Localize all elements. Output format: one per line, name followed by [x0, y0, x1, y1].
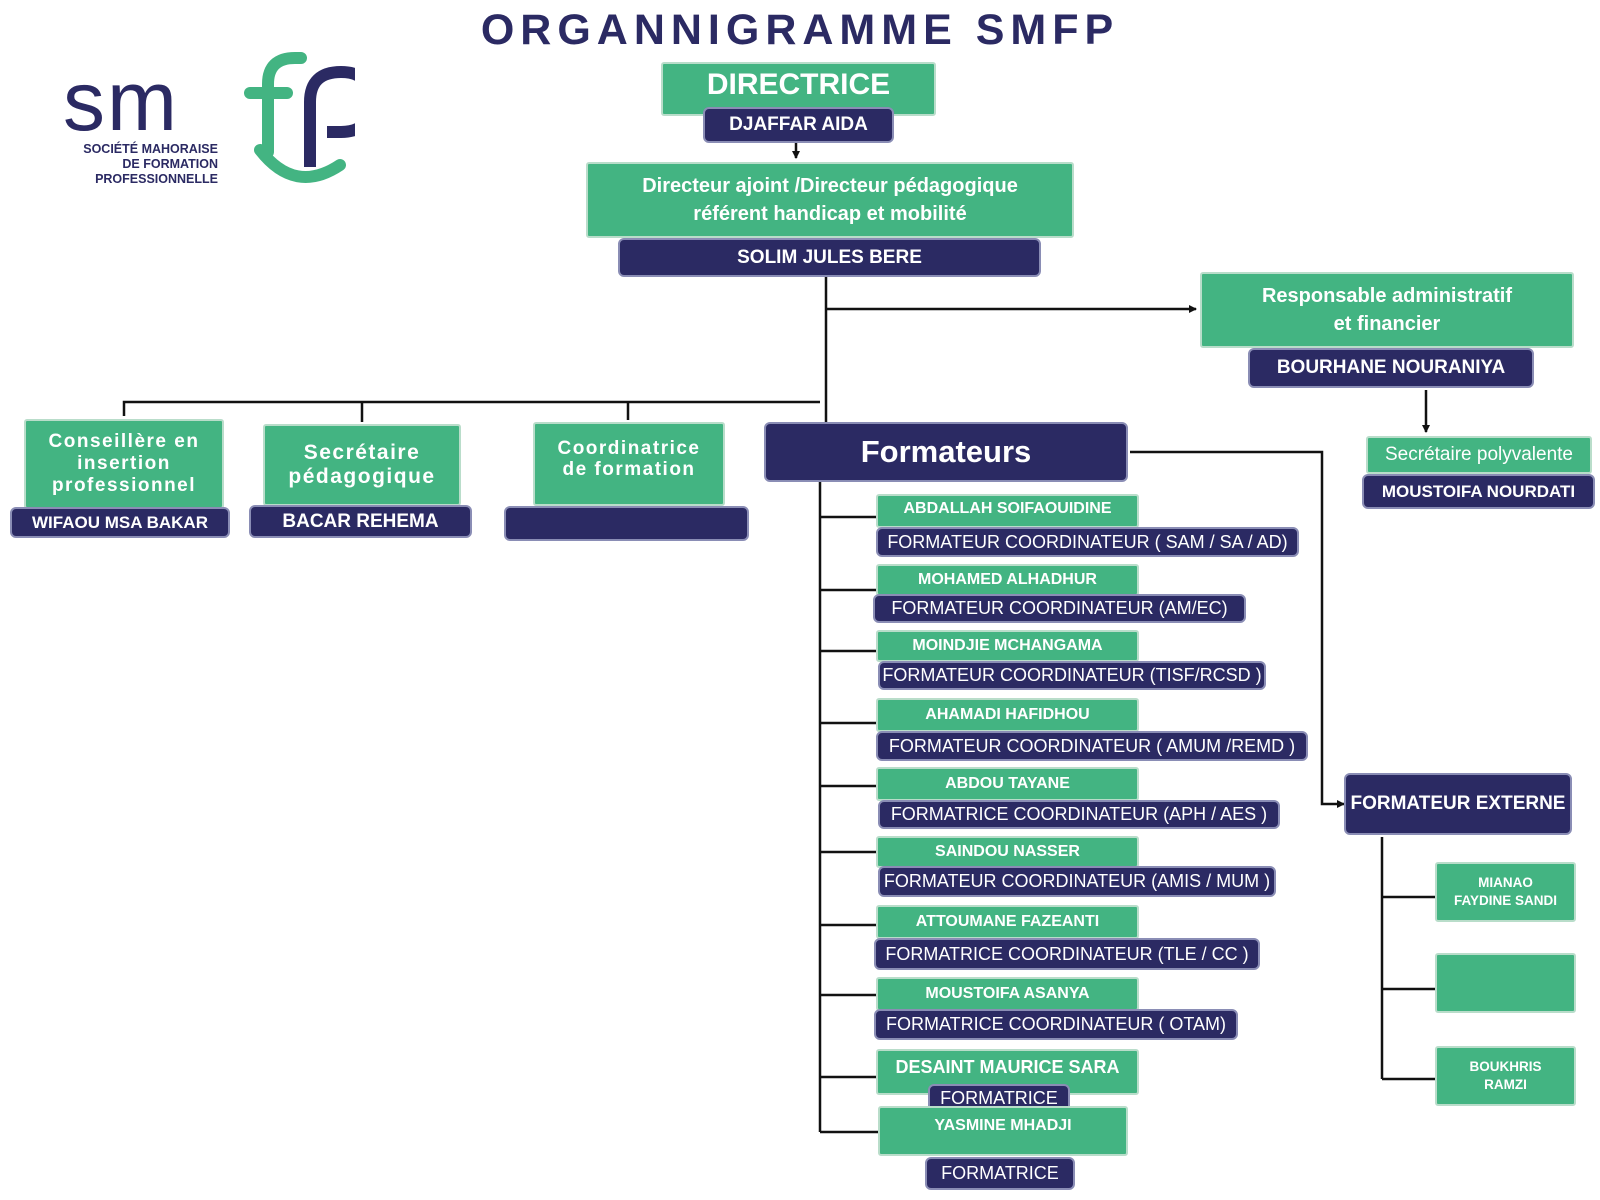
formateur-role-box: FORMATEUR COORDINATEUR (AMIS / MUM ) [878, 866, 1276, 897]
smfp-logo: sm SOCIÉTÉ MAHORAISE DE FORMATION PROFES… [55, 50, 378, 195]
coordinatrice-name-box [504, 506, 749, 541]
raf-name-box: BOURHANE NOURANIYA [1248, 348, 1534, 388]
formateur-role-box: FORMATRICE COORDINATEUR (APH / AES ) [878, 800, 1280, 829]
secretaire-pedagogique-name-box: BACAR REHEMA [249, 505, 472, 538]
directrice-name-box: DJAFFAR AIDA [703, 107, 894, 143]
secretaire-polyvalente-name-box: MOUSTOIFA NOURDATI [1362, 474, 1595, 509]
adjoint-role-box: Directeur ajoint /Directeur pédagogique … [586, 162, 1074, 238]
formateur-role-box: FORMATRICE COORDINATEUR ( OTAM) [874, 1009, 1238, 1040]
formateur-name-box: ATTOUMANE FAZEANTI [876, 905, 1139, 939]
secretaire-polyvalente-role-box: Secrétaire polyvalente [1366, 436, 1592, 474]
formateur-role-box: FORMATEUR COORDINATEUR ( AMUM /REMD ) [876, 731, 1308, 761]
externe-member-box: MIANAO FAYDINE SANDI [1435, 862, 1576, 922]
formateur-role-box: FORMATEUR COORDINATEUR ( SAM / SA / AD) [876, 527, 1299, 557]
formateur-name-box: MOHAMED ALHADHUR [876, 564, 1139, 596]
formateurs-header: Formateurs [764, 422, 1128, 482]
formateur-name-box: MOUSTOIFA ASANYA [876, 977, 1139, 1011]
page-title: ORGANNIGRAMME SMFP [480, 6, 1120, 54]
formateur-name-box: ABDOU TAYANE [876, 767, 1139, 801]
formateur-externe-header: FORMATEUR EXTERNE [1344, 773, 1572, 835]
externe-member-box: BOUKHRIS RAMZI [1435, 1046, 1576, 1106]
formateur-name-box: MOINDJIE MCHANGAMA [876, 630, 1139, 662]
raf-role-box: Responsable administratif et financier [1200, 272, 1574, 348]
conseillere-role-box: Conseillère en insertion professionnel [24, 419, 224, 509]
formateur-name-box: ABDALLAH SOIFAOUIDINE [876, 494, 1139, 528]
adjoint-name-box: SOLIM JULES BERE [618, 238, 1041, 277]
formateur-role-box: FORMATRICE [925, 1157, 1075, 1190]
formateur-role-box: FORMATEUR COORDINATEUR (AM/EC) [873, 594, 1246, 623]
externe-member-box [1435, 953, 1576, 1013]
logo-subtitle: SOCIÉTÉ MAHORAISE DE FORMATION PROFESSIO… [83, 142, 218, 186]
arrow-to-externe [1130, 450, 1345, 808]
formateur-name-box: SAINDOU NASSER [876, 836, 1139, 868]
svg-text:sm: sm [63, 54, 179, 148]
formateur-name-box: YASMINE MHADJI [878, 1106, 1128, 1156]
formateur-role-box: FORMATRICE COORDINATEUR (TLE / CC ) [874, 938, 1260, 970]
formateur-role-box: FORMATEUR COORDINATEUR (TISF/RCSD ) [878, 661, 1266, 690]
conseillere-name-box: WIFAOU MSA BAKAR [10, 507, 230, 538]
coordinatrice-role-box: Coordinatrice de formation [533, 422, 725, 506]
secretaire-pedagogique-role-box: Secrétaire pédagogique [263, 424, 461, 506]
branch-left [122, 400, 820, 422]
formateur-name-box: AHAMADI HAFIDHOU [876, 698, 1139, 732]
